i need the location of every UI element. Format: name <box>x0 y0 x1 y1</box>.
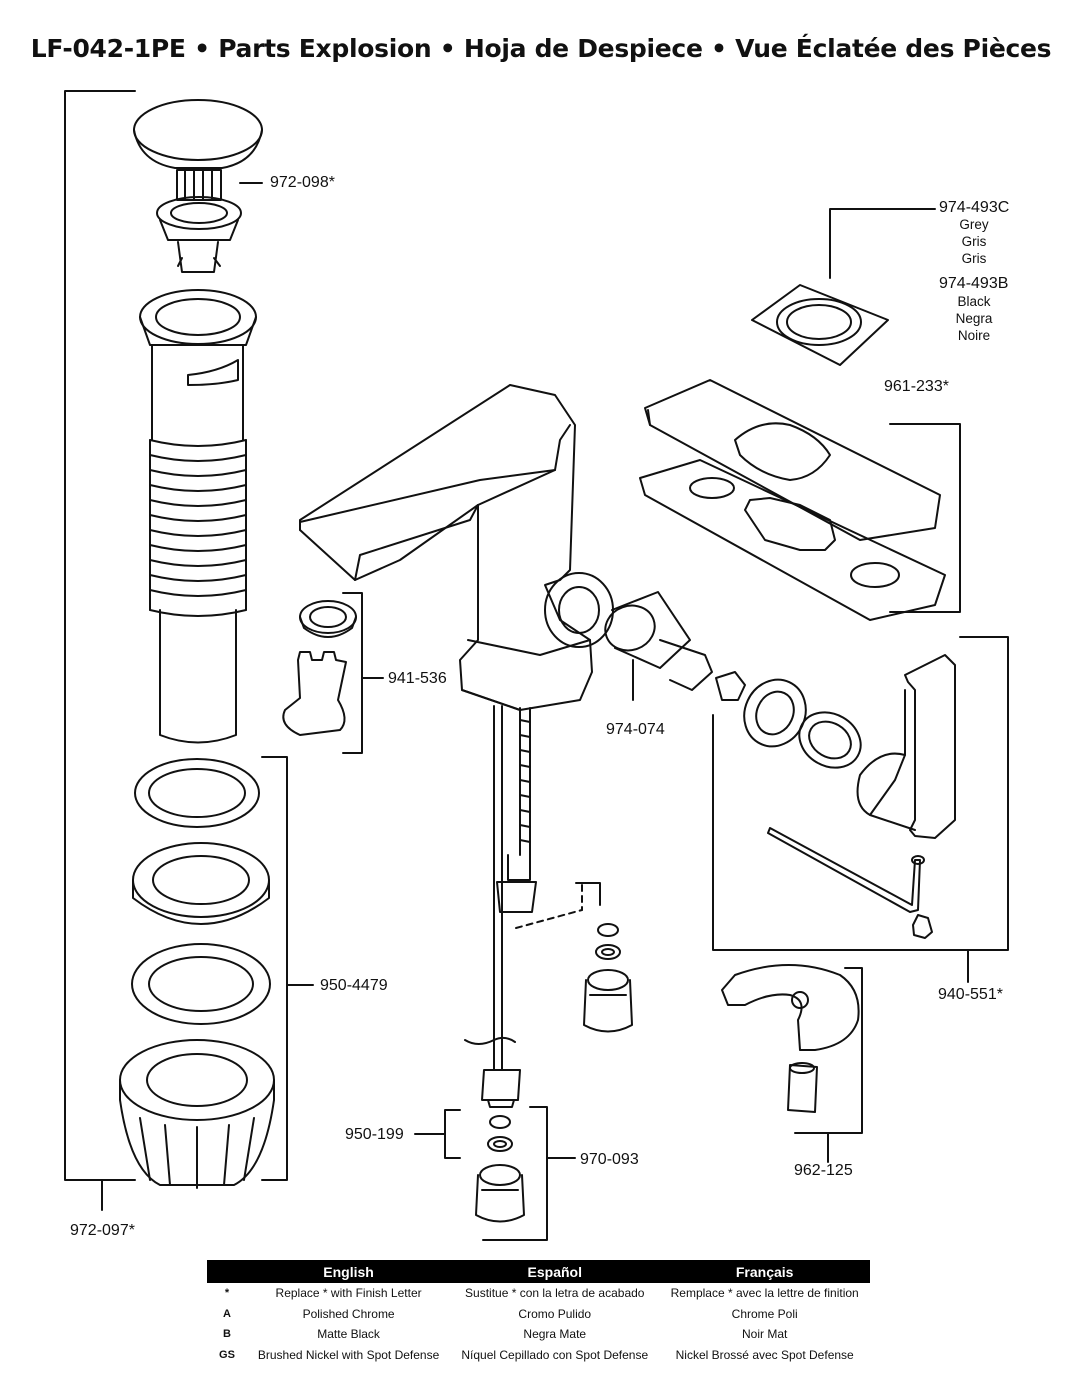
label-970-093: 970-093 <box>580 1151 639 1168</box>
finish-legend-table: English Español Français * Replace * wit… <box>207 1260 870 1365</box>
legend-row: B Matte Black Negra Mate Noir Mat <box>207 1324 870 1345</box>
drain-tailpiece-part <box>139 289 257 744</box>
bonnet-nut-part <box>743 678 862 769</box>
mounting-bracket-part <box>721 964 863 1163</box>
cartridge-part <box>604 591 746 701</box>
legend-english: Polished Chrome <box>302 1306 395 1321</box>
legend-header-row: English Español Français <box>207 1260 870 1283</box>
lever-handle-part <box>767 654 956 939</box>
finish-legend: English Español Français * Replace * wit… <box>207 1260 870 1365</box>
legend-spanish: Cromo Pulido <box>518 1306 592 1321</box>
legend-french: Chrome Poli <box>731 1306 798 1321</box>
page-title: LF-042-1PE • Parts Explosion • Hoja de D… <box>30 34 1052 63</box>
legend-french: Remplace * avec la lettre de finition <box>670 1286 859 1301</box>
escutcheon-plate-part <box>639 379 961 621</box>
legend-spanish: Negra Mate <box>523 1327 587 1342</box>
popup-stopper-part <box>133 99 263 273</box>
label-941-536: 941-536 <box>388 670 447 687</box>
legend-english: Replace * with Finish Letter <box>275 1286 422 1301</box>
handle-kit-bracket <box>712 636 1009 983</box>
legend-row: * Replace * with Finish Letter Sustitue … <box>207 1283 870 1304</box>
label-974-074: 974-074 <box>606 721 665 738</box>
label-940-551: 940-551* <box>938 986 1003 1003</box>
drain-gaskets-part <box>119 756 314 1189</box>
legend-row: GS Brushed Nickel with Spot Defense Níqu… <box>207 1345 870 1366</box>
label-974-493c: 974-493C <box>939 199 1010 216</box>
label-974-493b-color-fr: Noire <box>957 328 991 343</box>
deck-gasket-part <box>751 208 936 366</box>
legend-english: Matte Black <box>317 1327 380 1342</box>
lower-supply-adapter-part <box>414 1106 576 1241</box>
label-950-199: 950-199 <box>345 1126 404 1143</box>
label-961-233: 961-233* <box>884 378 949 395</box>
label-972-097: 972-097* <box>70 1222 135 1239</box>
label-974-493c-color-en: Grey <box>959 217 989 232</box>
legend-row: A Polished Chrome Cromo Pulido Chrome Po… <box>207 1304 870 1325</box>
label-974-493b-color-es: Negra <box>955 311 993 326</box>
upper-supply-adapter-part <box>583 923 633 1033</box>
legend-spanish: Níquel Cepillado con Spot Defense <box>461 1347 649 1362</box>
legend-symbol: GS <box>219 1348 235 1361</box>
legend-english: Brushed Nickel with Spot Defense <box>257 1347 440 1362</box>
legend-french: Nickel Brossé avec Spot Defense <box>675 1347 854 1362</box>
label-974-493b: 974-493B <box>939 275 1009 292</box>
legend-french: Noir Mat <box>742 1327 788 1342</box>
legend-header-spanish: Español <box>450 1260 660 1283</box>
legend-symbol: B <box>223 1328 231 1341</box>
legend-spanish: Sustitue * con la letra de acabado <box>465 1286 645 1301</box>
faucet-body-part <box>299 384 614 1108</box>
label-962-125: 962-125 <box>794 1162 853 1179</box>
legend-symbol: * <box>224 1287 230 1300</box>
label-972-098: 972-098* <box>270 174 335 191</box>
legend-header-french: Français <box>659 1260 870 1283</box>
label-974-493b-color-en: Black <box>957 294 991 309</box>
aerator-part <box>282 592 384 754</box>
legend-symbol: A <box>223 1307 231 1320</box>
legend-header-symbol <box>207 1260 247 1283</box>
label-974-493c-color-fr: Gris <box>961 251 987 266</box>
drain-bracket-lines <box>64 90 263 1211</box>
label-950-4479: 950-4479 <box>320 977 388 994</box>
legend-header-english: English <box>247 1260 451 1283</box>
label-974-493c-color-es: Gris <box>961 234 987 249</box>
